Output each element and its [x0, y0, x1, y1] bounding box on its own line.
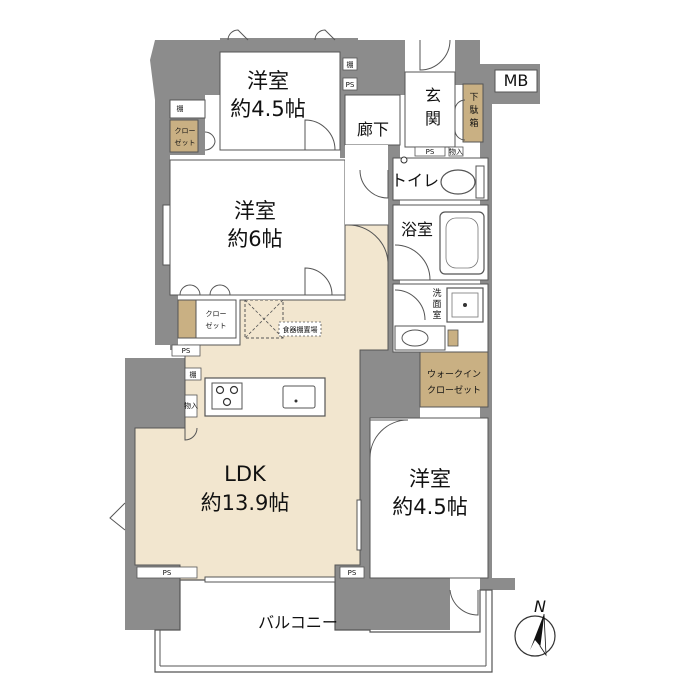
door-room2-icon — [304, 267, 333, 296]
closet-1-floor — [169, 119, 199, 153]
storage-box — [184, 394, 198, 418]
ps-box — [339, 566, 365, 579]
washroom-storage — [447, 329, 459, 347]
corridor-floor — [344, 94, 401, 146]
entrance-label-2: 関 — [425, 109, 441, 128]
door-room3-icon — [369, 419, 409, 459]
door-bath-icon — [394, 244, 431, 281]
room2-name: 洋室 — [234, 199, 276, 223]
compass-ring-icon — [514, 615, 556, 657]
shelf-label: 棚 — [177, 104, 184, 113]
ps-box — [414, 146, 446, 157]
storage-box — [448, 146, 464, 157]
walk-in-closet-floor — [419, 351, 489, 408]
ps-label: PS — [426, 148, 435, 156]
shelf-box — [184, 367, 202, 381]
room3-size: 約4.5帖 — [392, 495, 467, 519]
ps-label: PS — [348, 569, 357, 577]
toilet-tank-icon — [475, 165, 485, 199]
stove-burner-icon — [215, 385, 225, 395]
ldk-window-icon — [204, 576, 336, 583]
mb-label: MB — [504, 71, 529, 90]
ps-box — [136, 566, 198, 579]
room3-wall-mark — [356, 499, 362, 551]
shelf-box — [342, 57, 358, 71]
stove-burner-icon — [229, 385, 239, 395]
shelf-label: 棚 — [190, 370, 197, 379]
dish-shelf-cross-line — [244, 299, 284, 339]
kitchen-counter — [204, 377, 326, 417]
window-left-icon — [109, 502, 126, 531]
corridor-lower-floor — [345, 145, 388, 225]
north-arrow-half-icon — [539, 613, 547, 657]
door-wash-icon — [394, 289, 426, 321]
closet1-label-1: クロー — [175, 127, 196, 135]
door-entrance-icon — [419, 39, 451, 71]
sink-small-icon — [400, 156, 408, 164]
shoe-cabinet-box — [462, 83, 484, 143]
room3-name: 洋室 — [409, 467, 451, 491]
ldk-size: 約13.9帖 — [201, 491, 290, 515]
room2-window-icon — [162, 204, 171, 266]
door-room1-icon — [304, 119, 336, 151]
ldk-name: LDK — [224, 462, 267, 486]
drain-icon — [294, 399, 298, 403]
washroom-label-1: 洗 — [432, 287, 441, 299]
dish-shelf-label: 食器棚置場 — [283, 325, 318, 334]
shelf-1-box — [169, 99, 206, 119]
doors — [109, 29, 479, 616]
washroom-label-2: 面 — [432, 299, 441, 310]
door-corridor-icon — [347, 224, 389, 263]
shoe-cabinet-label-1: 下 — [469, 93, 478, 103]
shelf-label: 棚 — [347, 60, 354, 69]
wash-basin-icon — [401, 329, 429, 347]
shoe-cabinet-label-2: 駄 — [469, 104, 478, 116]
north-label: N — [534, 597, 546, 616]
ps-label: PS — [346, 81, 355, 89]
compass: N — [514, 597, 556, 657]
closet-2-label-box — [195, 299, 237, 339]
washroom-label-3: 室 — [432, 309, 441, 321]
closet2-label-2: ゼット — [206, 321, 227, 330]
toilet-label: トイレ — [391, 171, 439, 190]
ps-box — [171, 344, 201, 357]
storage-label: 物入 — [184, 401, 198, 410]
closet-2-inner — [177, 299, 197, 339]
sink-icon — [282, 385, 316, 409]
storage-label: 物入 — [449, 147, 463, 156]
mb-box — [494, 69, 538, 93]
closet2-label-1: クロー — [206, 310, 227, 318]
dish-shelf-box — [278, 321, 322, 337]
bathroom-label: 浴室 — [401, 220, 433, 239]
entrance-label-1: 玄 — [425, 86, 441, 105]
ps-label: PS — [182, 347, 191, 355]
room1-name: 洋室 — [247, 69, 289, 93]
room2-size: 約6帖 — [227, 227, 282, 251]
balcony-floor — [154, 579, 493, 673]
wic-label-1: ウォークイン — [427, 369, 481, 380]
balcony-label: バルコニー — [258, 613, 338, 632]
room1-size: 約4.5帖 — [230, 97, 305, 121]
door-storage-icon — [184, 427, 198, 441]
door-toilet-icon — [359, 169, 389, 199]
shoe-cabinet-label-3: 箱 — [469, 117, 478, 129]
closet1-label-2: ゼット — [175, 138, 196, 147]
toilet-bowl-icon — [440, 169, 476, 195]
door-balcony-icon — [449, 589, 479, 616]
ps-label: PS — [163, 569, 172, 577]
ps-box — [342, 77, 358, 91]
corridor-label: 廊下 — [357, 120, 389, 139]
stove-burner-icon — [222, 397, 232, 407]
wic-label-2: クローゼット — [427, 384, 481, 396]
western-room-3-floor — [369, 417, 489, 579]
western-room-1-floor — [219, 51, 341, 151]
